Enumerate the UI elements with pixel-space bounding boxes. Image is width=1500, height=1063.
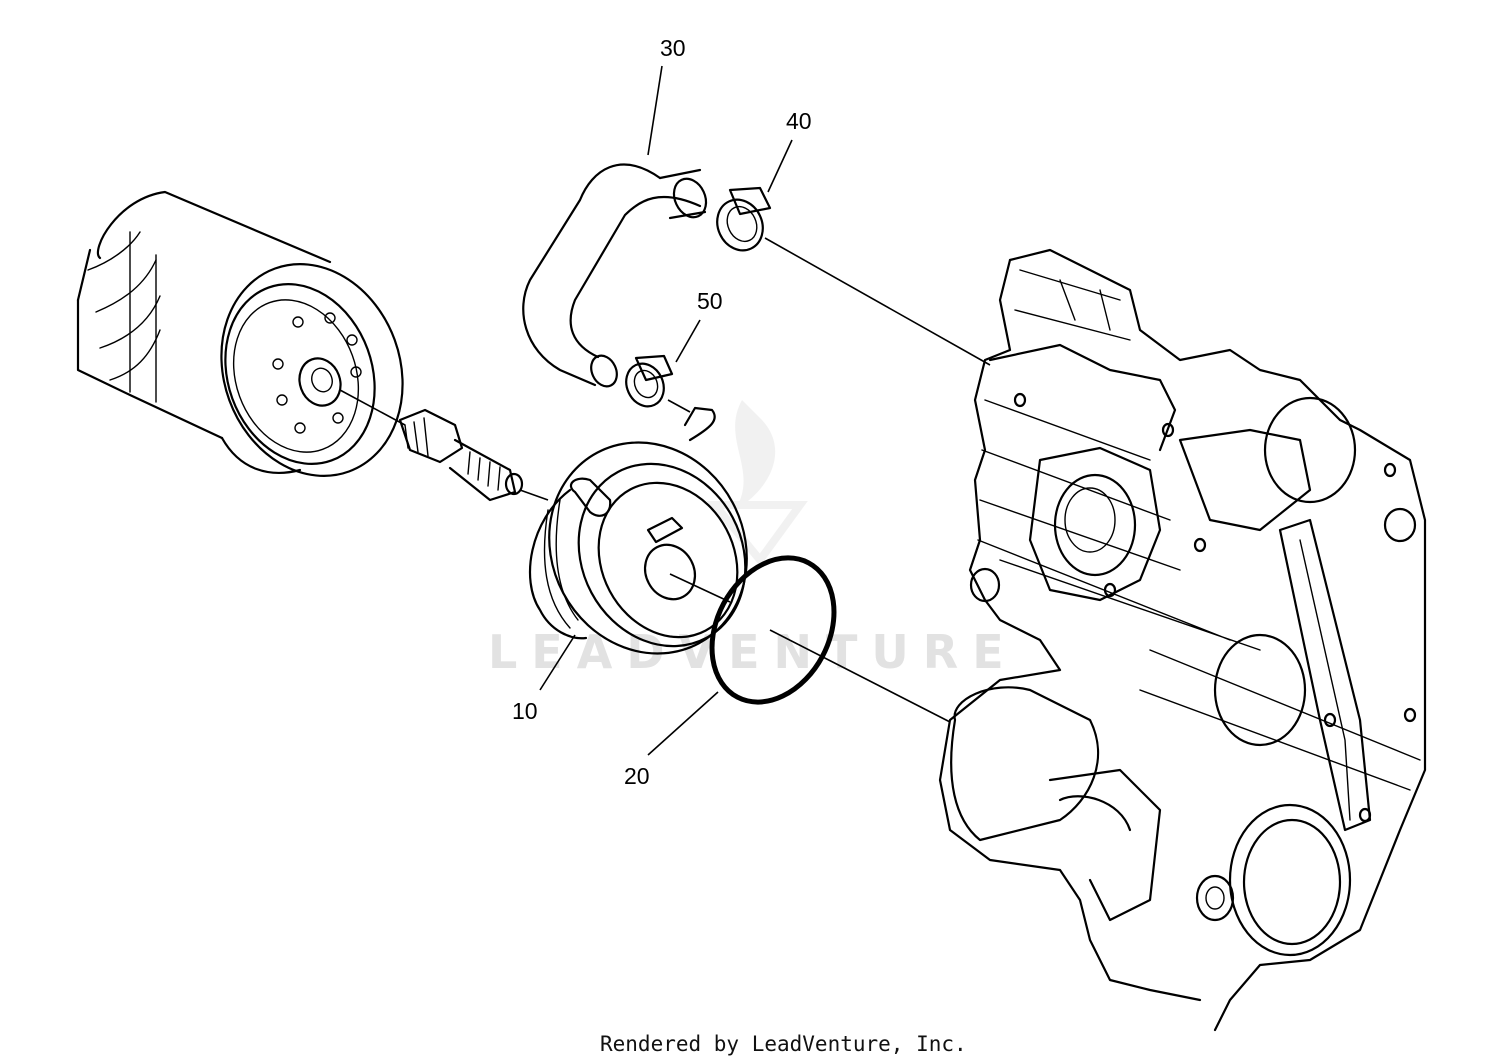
o-ring-illustration (709, 555, 951, 723)
hose-clamp-40-illustration (716, 186, 991, 366)
leader-10 (539, 634, 576, 691)
threaded-fitting-illustration (339, 389, 549, 502)
leader-20 (647, 691, 719, 756)
leader-40 (767, 139, 793, 193)
callout-40[interactable]: 40 (786, 108, 812, 134)
leader-30 (647, 65, 663, 156)
watermark-flame-logo (706, 400, 808, 567)
callout-20[interactable]: 20 (624, 763, 650, 789)
hose-illustration (522, 163, 708, 388)
render-credit: Rendered by LeadVenture, Inc. (600, 1032, 967, 1056)
hose-clamp-50-illustration (625, 354, 691, 413)
leader-50 (675, 319, 701, 363)
watermark-text: LEADVENTURE (488, 625, 1018, 679)
oil-cooler-illustration (528, 406, 748, 655)
engine-block-illustration (938, 248, 1427, 1032)
callout-10[interactable]: 10 (512, 698, 538, 724)
oil-filter-illustration (76, 190, 404, 477)
callout-30[interactable]: 30 (660, 35, 686, 61)
callout-50[interactable]: 50 (697, 288, 723, 314)
